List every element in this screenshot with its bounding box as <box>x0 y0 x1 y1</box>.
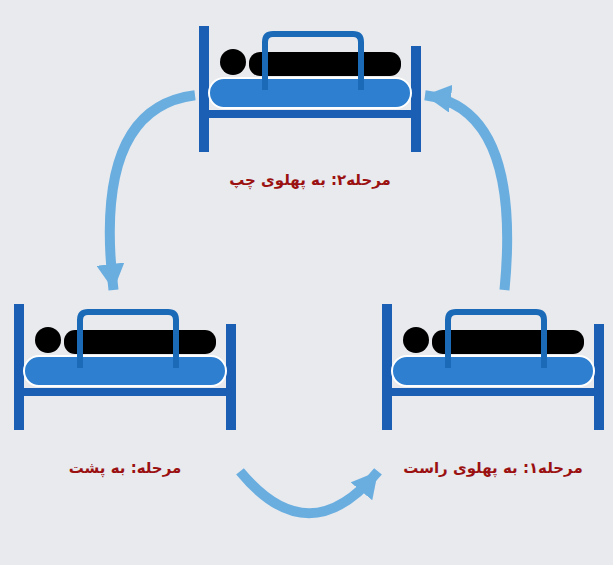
bed-stage: مرحله: به پشت <box>10 290 240 485</box>
cycle-arrow <box>240 471 378 513</box>
cycle-arrow <box>425 95 507 290</box>
stage-label: مرحله۱: به پهلوی راست <box>399 459 586 477</box>
bed-stage: مرحله۱: به پهلوی راست <box>378 290 608 485</box>
bed-illustration <box>14 304 236 430</box>
bed-stage: مرحله۲: به پهلوی چپ <box>195 12 425 197</box>
stage-label: مرحله۲: به پهلوی چپ <box>225 171 395 189</box>
stage-label: مرحله: به پشت <box>65 459 186 477</box>
bed-illustration <box>382 304 604 430</box>
cycle-arrow <box>110 95 195 290</box>
bed-illustration <box>199 26 421 152</box>
